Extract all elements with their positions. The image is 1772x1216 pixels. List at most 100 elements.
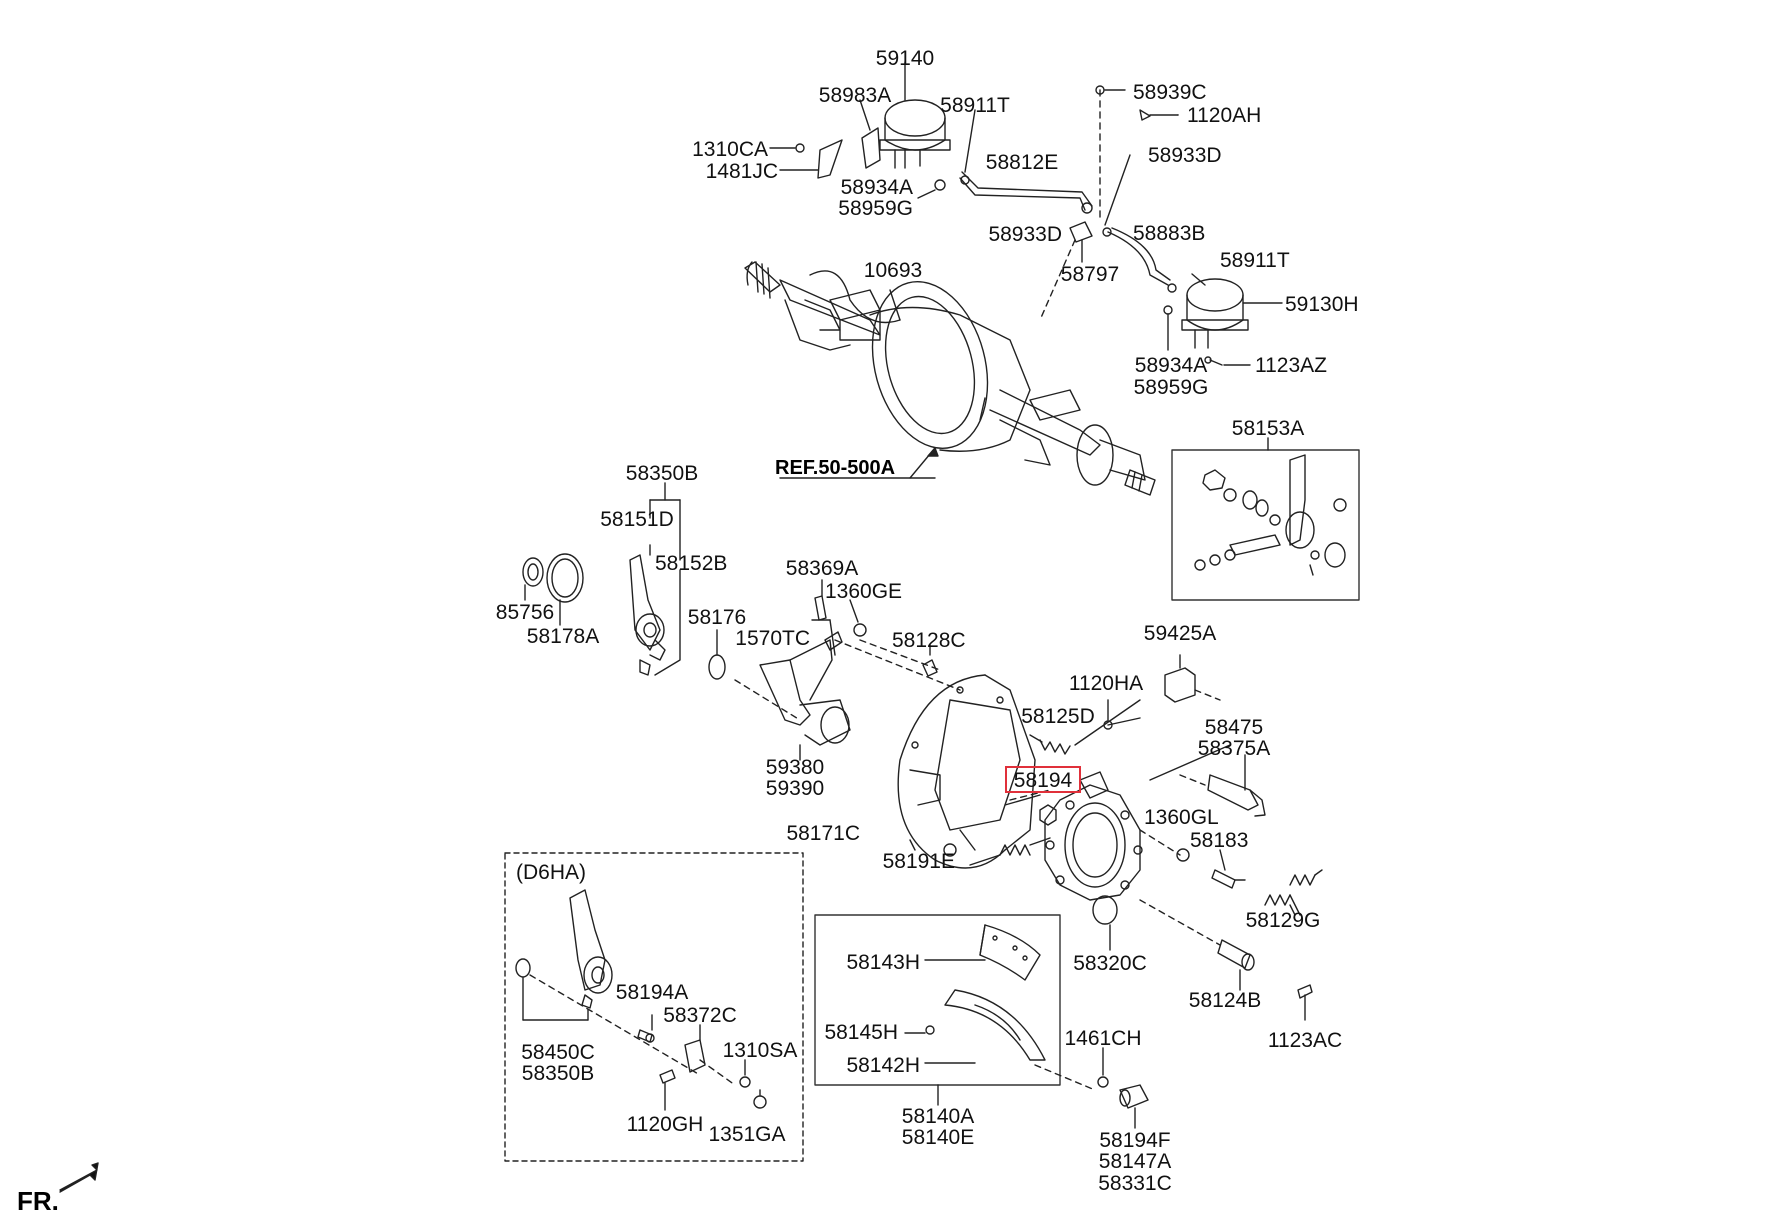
- label-58194[interactable]: 58194: [1013, 769, 1073, 792]
- label-58140A[interactable]: 58140A: [901, 1105, 975, 1128]
- bolt-58183: [1211, 849, 1246, 889]
- brake-chamber-59140: [879, 61, 951, 169]
- label-1120AH[interactable]: 1120AH: [1187, 104, 1262, 127]
- label-58883B[interactable]: 58883B: [1133, 222, 1206, 245]
- label-58124B[interactable]: 58124B: [1188, 989, 1262, 1012]
- label-1123AC[interactable]: 1123AC: [1267, 1029, 1343, 1052]
- label-58331C[interactable]: 58331C: [1098, 1171, 1172, 1195]
- label-58128C[interactable]: 58128C: [892, 629, 966, 652]
- label-58125D[interactable]: 58125D: [1021, 705, 1095, 728]
- label-58812E[interactable]: 58812E: [985, 151, 1059, 174]
- label-85756[interactable]: 85756: [495, 601, 555, 624]
- label-58475-58375A[interactable]: 58475 58375A: [1198, 717, 1270, 760]
- brake-hose-58883B: [1102, 227, 1177, 293]
- label-58934A-right[interactable]: 58934A: [1134, 354, 1208, 377]
- label-58372C[interactable]: 58372C: [663, 1004, 737, 1027]
- label-58140A-58140E[interactable]: 58140A 58140E: [902, 1106, 974, 1149]
- label-58320C[interactable]: 58320C: [1073, 952, 1147, 975]
- label-58178A[interactable]: 58178A: [526, 625, 600, 648]
- label-58147A[interactable]: 58147A: [1098, 1150, 1172, 1174]
- bolt-1123AZ: [1209, 359, 1223, 366]
- highlight-box-58194[interactable]: [1005, 766, 1081, 793]
- label-58194F-58147A-58331C[interactable]: 58194F 58147A 58331C: [1098, 1129, 1172, 1195]
- label-58153A[interactable]: 58153A: [1231, 417, 1305, 440]
- label-58450C-58350B[interactable]: 58450C 58350B: [521, 1042, 595, 1085]
- label-58911T-right[interactable]: 58911T: [1220, 249, 1290, 272]
- pin-58124B: [1217, 939, 1255, 991]
- pin-1570TC: [824, 631, 843, 651]
- label-d6ha-variant: (D6HA): [516, 861, 587, 884]
- label-58183[interactable]: 58183: [1190, 829, 1249, 852]
- label-58934A-top[interactable]: 58934A: [840, 176, 913, 199]
- label-58375A[interactable]: 58375A: [1197, 737, 1271, 761]
- washer-58176: [708, 629, 726, 680]
- label-1123AZ[interactable]: 1123AZ: [1255, 354, 1327, 377]
- label-58151D[interactable]: 58151D: [600, 508, 674, 531]
- label-1360GE[interactable]: 1360GE: [825, 580, 903, 603]
- bracket-1481JC: [779, 139, 843, 179]
- label-58142H[interactable]: 58142H: [846, 1054, 920, 1077]
- nut-1461CH: [1097, 1047, 1109, 1088]
- label-1351GA[interactable]: 1351GA: [708, 1123, 786, 1146]
- bolt-1123AC: [1297, 984, 1313, 1021]
- label-58194A[interactable]: 58194A: [615, 981, 689, 1004]
- label-59390[interactable]: 59390: [765, 777, 825, 801]
- label-58191E[interactable]: 58191E: [882, 850, 955, 873]
- label-1461CH[interactable]: 1461CH: [1064, 1027, 1142, 1050]
- label-58911T-top[interactable]: 58911T: [940, 94, 1010, 117]
- label-58933D-left[interactable]: 58933D: [988, 223, 1062, 246]
- label-58350B-top[interactable]: 58350B: [625, 462, 699, 485]
- label-58959G-top[interactable]: 58959G: [838, 197, 913, 220]
- brake-hose-58812E: [959, 109, 1093, 214]
- label-58152B[interactable]: 58152B: [655, 552, 728, 575]
- label-1360GL[interactable]: 1360GL: [1144, 806, 1219, 829]
- label-58129G[interactable]: 58129G: [1245, 909, 1321, 932]
- label-58176[interactable]: 58176: [687, 606, 747, 629]
- label-1120GH[interactable]: 1120GH: [626, 1113, 704, 1136]
- seal-58178A: [546, 553, 584, 626]
- label-1120HA[interactable]: 1120HA: [1068, 672, 1144, 695]
- connector-58797: [1039, 221, 1093, 321]
- roller-58194F: [1119, 1084, 1149, 1129]
- fitting-58934A: [917, 179, 946, 199]
- label-58939C[interactable]: 58939C: [1133, 81, 1207, 104]
- label-58143H[interactable]: 58143H: [846, 951, 920, 974]
- label-58933D-right[interactable]: 58933D: [1148, 144, 1222, 167]
- label-58145H[interactable]: 58145H: [824, 1021, 898, 1044]
- label-58797[interactable]: 58797: [1060, 263, 1120, 286]
- bolt-1120AH: [1139, 109, 1151, 121]
- label-58983A[interactable]: 58983A: [818, 84, 892, 107]
- anchor-pin-58475: [1207, 754, 1266, 817]
- brake-shoe-assembly-58140A: [814, 914, 1096, 1106]
- label-10693[interactable]: 10693: [863, 259, 923, 282]
- label-1310CA[interactable]: 1310CA: [692, 138, 768, 161]
- label-58475[interactable]: 58475: [1204, 716, 1264, 739]
- label-58350B-inset[interactable]: 58350B: [521, 1062, 595, 1086]
- label-59425A[interactable]: 59425A: [1143, 622, 1217, 645]
- label-58140E[interactable]: 58140E: [901, 1126, 975, 1150]
- label-59140[interactable]: 59140: [875, 47, 935, 70]
- slack-adjuster-58350B: [629, 482, 681, 676]
- label-58171C[interactable]: 58171C: [786, 822, 860, 845]
- springs-58129G: [1264, 869, 1323, 916]
- front-direction-arrow-icon: [59, 1162, 99, 1193]
- label-58369A[interactable]: 58369A: [785, 557, 859, 580]
- label-58194F[interactable]: 58194F: [1099, 1129, 1171, 1152]
- label-1570TC[interactable]: 1570TC: [735, 627, 810, 650]
- nut-58194: [1039, 804, 1057, 826]
- reference-link[interactable]: REF.50-500A: [775, 457, 896, 479]
- label-59380-59390[interactable]: 59380 59390: [766, 757, 824, 800]
- nut-1310CA: [795, 143, 805, 153]
- label-58959G-right[interactable]: 58959G: [1133, 376, 1209, 399]
- label-59380[interactable]: 59380: [765, 756, 825, 779]
- label-1481JC[interactable]: 1481JC: [705, 160, 778, 183]
- camshaft-bracket-59380: [759, 619, 851, 761]
- block-59425A: [1164, 654, 1221, 703]
- label-58450C[interactable]: 58450C: [521, 1041, 595, 1064]
- spring-58125D: [1029, 734, 1071, 755]
- label-59130H[interactable]: 59130H: [1285, 293, 1359, 316]
- front-direction-label: FR.: [17, 1186, 59, 1216]
- d6ha-variant-inset: [504, 852, 804, 1162]
- washer-85756: [522, 557, 544, 601]
- label-1310SA[interactable]: 1310SA: [722, 1039, 798, 1062]
